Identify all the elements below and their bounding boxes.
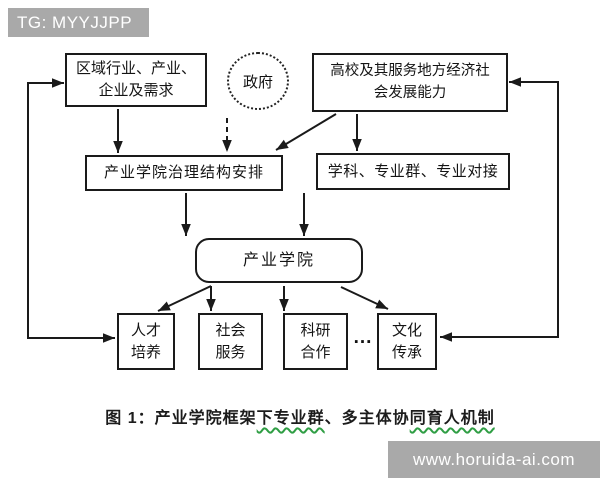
node-region-industry-line2: 企业及需求 — [98, 82, 174, 99]
node-service-line2: 服务 — [215, 343, 246, 361]
site-watermark: www.horuida-ai.com — [388, 441, 600, 478]
caption-part3: 、多主体协 — [324, 410, 410, 427]
node-research-cooperation: 科研 合作 — [283, 313, 348, 370]
node-culture-line2: 传承 — [391, 343, 422, 361]
node-talent-cultivation: 人才 培养 — [117, 313, 175, 370]
node-culture-line1: 文化 — [391, 321, 422, 339]
feedback-loop-right — [440, 77, 559, 342]
arrow-college-to-culture — [340, 286, 389, 310]
node-region-industry-line1: 区域行业、产业、 — [75, 60, 196, 78]
node-government: 政府 — [227, 52, 289, 110]
feedback-loop-left — [27, 78, 115, 343]
node-service-line1: 社会 — [215, 321, 246, 339]
node-university-line2: 会发展能力 — [373, 84, 447, 101]
node-talent-line2: 培养 — [130, 343, 161, 361]
node-industry-college-label: 产业学院 — [242, 251, 315, 269]
caption-part2: 下专业群 — [256, 410, 325, 427]
node-social-service: 社会 服务 — [198, 313, 263, 370]
figure-caption: 图 1：产业学院框架下专业群、多主体协同育人机制 — [0, 404, 600, 428]
node-culture-inheritance: 文化 传承 — [377, 313, 437, 370]
arrow-university-to-governance — [275, 113, 337, 151]
arrow-college-to-talent — [157, 285, 212, 312]
caption-part1: 图 1：产业学院框架 — [105, 410, 257, 427]
node-majors-label: 学科、专业群、专业对接 — [327, 162, 499, 180]
node-university: 高校及其服务地方经济社 会发展能力 — [312, 53, 508, 112]
node-region-industry: 区域行业、产业、 企业及需求 — [65, 53, 207, 107]
node-research-line1: 科研 — [300, 321, 331, 339]
node-government-label: 政府 — [242, 73, 273, 91]
tg-badge: TG: MYYJJPP — [8, 8, 149, 37]
caption-part4: 同育人机制 — [409, 410, 495, 427]
node-university-line1: 高校及其服务地方经济社 — [330, 63, 490, 80]
node-governance-label: 产业学院治理结构安排 — [103, 164, 264, 182]
ellipsis-between-boxes: ... — [353, 327, 373, 348]
node-industry-college: 产业学院 — [195, 238, 363, 283]
node-majors: 学科、专业群、专业对接 — [316, 153, 510, 190]
node-talent-line1: 人才 — [130, 321, 161, 339]
node-governance: 产业学院治理结构安排 — [85, 155, 283, 191]
node-research-line2: 合作 — [300, 343, 331, 361]
